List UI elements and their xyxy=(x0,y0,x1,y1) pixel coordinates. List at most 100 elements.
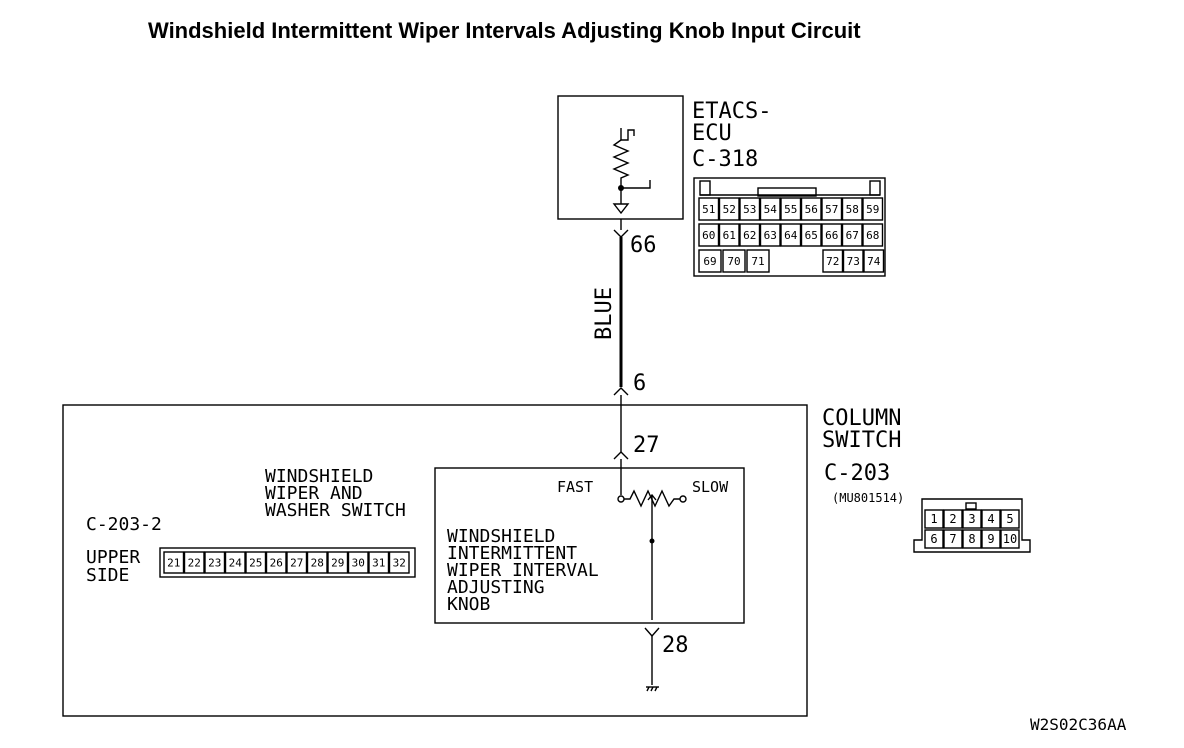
sub-pin-21: 21 xyxy=(167,557,180,570)
cs-pin-3: 3 xyxy=(968,512,975,526)
ecu-pin-62: 62 xyxy=(743,229,756,242)
sub-pin-29: 29 xyxy=(331,557,344,570)
ecu-pin-62-cell xyxy=(739,223,761,247)
cs-pin-9-cell xyxy=(981,529,1001,549)
column-switch-connector-c203 xyxy=(913,498,1031,553)
ecu-pin-65-cell xyxy=(800,223,822,247)
switch-out-terminal-icon xyxy=(644,627,660,638)
ecu-pin-56-cell xyxy=(800,197,822,221)
sub-connector-side-line2: SIDE xyxy=(86,565,129,586)
ecu-pin-60-cell xyxy=(698,223,720,247)
ecu-pin-67-cell xyxy=(841,223,863,247)
ecu-pin-55: 55 xyxy=(784,203,797,216)
cs-pin-4-cell xyxy=(981,509,1001,529)
ecu-pin-53-cell xyxy=(739,197,761,221)
ecu-pin-terminal-icon xyxy=(613,229,629,238)
sub-pin-23-cell xyxy=(204,551,226,574)
sub-pin-30-cell xyxy=(347,551,369,574)
knob-line1: WINDSHIELD xyxy=(447,526,555,547)
sub-pin-24: 24 xyxy=(229,557,243,570)
sub-connector-label: C-203-2 xyxy=(86,514,162,535)
sub-pin-30: 30 xyxy=(352,557,365,570)
ecu-pin-69: 69 xyxy=(703,255,716,268)
ecu-pin-label: 66 xyxy=(630,233,657,258)
ecu-pin-54: 54 xyxy=(764,203,778,216)
sub-connector-c203-2 xyxy=(159,547,416,578)
column-switch-part-number: (MU801514) xyxy=(832,491,904,505)
ecu-pin-51-cell xyxy=(698,197,720,221)
ecu-pin-55-cell xyxy=(780,197,802,221)
cs-pin-5: 5 xyxy=(1006,512,1013,526)
ecu-pin-60: 60 xyxy=(702,229,715,242)
washer-switch-line1: WINDSHIELD xyxy=(265,466,373,487)
ecu-pin-70-cell xyxy=(722,249,746,273)
ecu-pin-73: 73 xyxy=(847,255,860,268)
cs-pin-3-cell xyxy=(962,509,982,529)
ecu-pin-70: 70 xyxy=(727,255,740,268)
ecu-pin-52-cell xyxy=(718,197,740,221)
ecu-pin-57: 57 xyxy=(825,203,838,216)
column-in-pin-label: 6 xyxy=(633,371,646,396)
slow-label: SLOW xyxy=(692,478,729,496)
ecu-pin-51: 51 xyxy=(702,203,715,216)
cs-pin-10-cell xyxy=(1000,529,1020,549)
ecu-pin-64: 64 xyxy=(784,229,798,242)
sub-pin-31-cell xyxy=(368,551,390,574)
cs-pin-4: 4 xyxy=(987,512,994,526)
ecu-pin-65: 65 xyxy=(805,229,818,242)
sub-pin-28-cell xyxy=(306,551,328,574)
ecu-pin-72: 72 xyxy=(826,255,839,268)
ecu-pin-63-cell xyxy=(759,223,781,247)
knob-line2: INTERMITTENT xyxy=(447,543,577,564)
ecu-pin-72-cell xyxy=(822,249,844,273)
ecu-pin-63: 63 xyxy=(764,229,777,242)
sub-pin-21-cell xyxy=(163,551,185,574)
column-switch-connector-label: C-203 xyxy=(824,461,890,486)
ecu-pin-58-cell xyxy=(841,197,863,221)
sub-connector-side-line1: UPPER xyxy=(86,547,140,568)
knob-line5: KNOB xyxy=(447,594,490,615)
ecu-pin-52: 52 xyxy=(723,203,736,216)
ground-icon xyxy=(646,686,659,692)
sub-pin-32: 32 xyxy=(393,557,406,570)
ecu-pin-64-cell xyxy=(780,223,802,247)
cs-pin-8: 8 xyxy=(968,532,975,546)
sub-pin-32-cell xyxy=(388,551,410,574)
ecu-pin-58: 58 xyxy=(846,203,859,216)
ecu-pin-66: 66 xyxy=(825,229,838,242)
cs-pin-1: 1 xyxy=(930,512,937,526)
knob-line3: WIPER INTERVAL xyxy=(447,560,599,581)
ecu-connector-label: C-318 xyxy=(692,147,758,172)
washer-switch-line2: WIPER AND xyxy=(265,483,363,504)
ecu-name-line2: ECU xyxy=(692,121,732,146)
knob-line4: ADJUSTING xyxy=(447,577,545,598)
ecu-pin-61-cell xyxy=(718,223,740,247)
ecu-pin-56: 56 xyxy=(805,203,818,216)
figure-code: W2S02C36AA xyxy=(1030,715,1127,734)
sub-pin-31: 31 xyxy=(372,557,385,570)
ecu-pullup-resistor-icon xyxy=(612,128,651,230)
sub-pin-24-cell xyxy=(224,551,246,574)
potentiometer-icon xyxy=(617,489,687,544)
sub-pin-25: 25 xyxy=(249,557,262,570)
sub-pin-22-cell xyxy=(183,551,205,574)
ecu-pin-66-cell xyxy=(821,223,843,247)
ecu-pin-74: 74 xyxy=(867,255,881,268)
column-switch-name-line1: COLUMN xyxy=(822,406,901,431)
ecu-pin-71-cell xyxy=(746,249,770,273)
sub-pin-27: 27 xyxy=(290,557,303,570)
ecu-pin-57-cell xyxy=(821,197,843,221)
column-switch-name-line2: SWITCH xyxy=(822,428,901,453)
ecu-pin-54-cell xyxy=(759,197,781,221)
ecu-pin-59-cell xyxy=(862,197,884,221)
washer-switch-line3: WASHER SWITCH xyxy=(265,500,406,521)
ecu-name-line1: ETACS- xyxy=(692,99,771,124)
ecu-connector-c318 xyxy=(693,177,886,277)
sub-pin-28: 28 xyxy=(311,557,324,570)
cs-pin-9: 9 xyxy=(987,532,994,546)
cs-pin-2-cell xyxy=(943,509,963,529)
